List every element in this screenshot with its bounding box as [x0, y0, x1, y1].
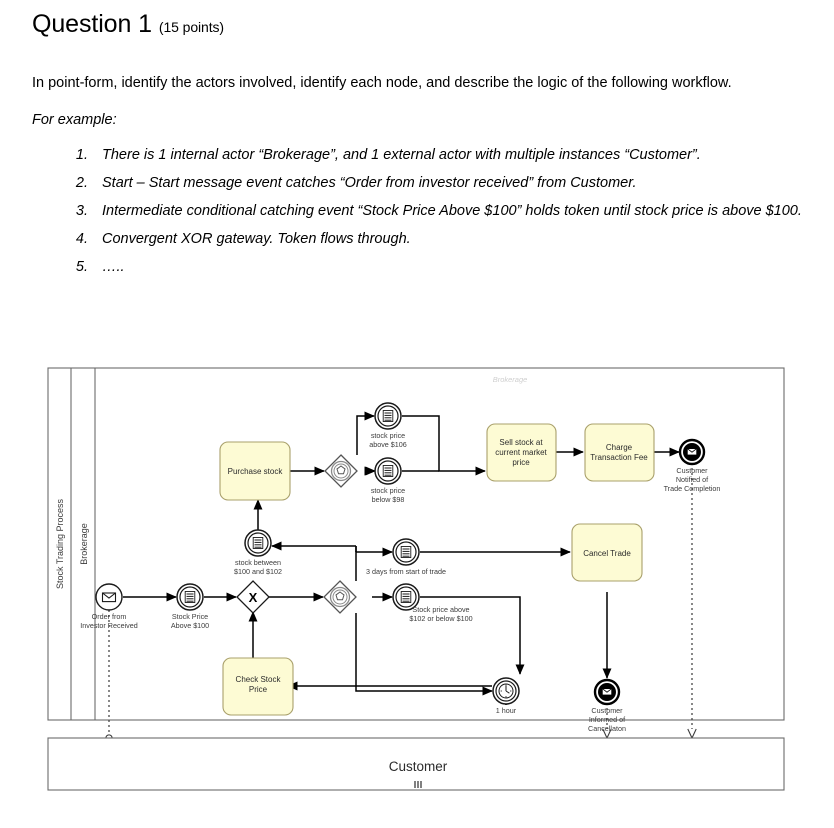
- envelope-icon: [101, 592, 117, 603]
- message-flows: [105, 468, 692, 742]
- multi-instance-marker: [414, 781, 422, 788]
- for-example-label: For example:: [32, 111, 117, 128]
- event-cond-102-100-label-l2: $102 or below $100: [409, 614, 472, 623]
- list-item: …..: [92, 254, 804, 281]
- task-sell-stock-label-l3: price: [512, 458, 530, 467]
- event-end-completion-label-l3: Trade Completion: [664, 484, 721, 493]
- event-conditional-102-or-100[interactable]: [392, 583, 420, 611]
- event-cond-below-98-label-l1: stock price: [371, 486, 405, 495]
- question-title-text: Question 1: [32, 10, 152, 38]
- gateway-xor-label: X: [249, 590, 258, 605]
- event-start-message-label-l1: Order from: [92, 612, 127, 621]
- event-conditional-between-100-102[interactable]: [244, 529, 272, 557]
- gateway-xor-converging[interactable]: X: [236, 580, 270, 614]
- tasks: Purchase stock Sell stock at current mar…: [219, 423, 655, 716]
- event-end-completion-label-l1: Customer: [676, 466, 708, 475]
- envelope-icon: [601, 688, 613, 696]
- task-sell-stock-label-l2: current market: [495, 448, 547, 457]
- event-cond-above-106-label-l1: stock price: [371, 431, 405, 440]
- task-purchase-stock[interactable]: [219, 441, 291, 501]
- event-cond-102-100-label-l1: Stock price above: [412, 605, 469, 614]
- gateway-event-based-top[interactable]: [324, 454, 358, 488]
- event-end-cancellation-label-l2: Informed of: [589, 715, 625, 724]
- conditional-icon: [382, 465, 394, 477]
- question-block: Question 1 (15 points) In point-form, id…: [0, 0, 834, 280]
- event-start-message[interactable]: [95, 583, 123, 611]
- task-check-stock-price[interactable]: [222, 657, 294, 716]
- event-end-message-cancellation[interactable]: [593, 678, 621, 706]
- event-end-cancellation-label-l3: Cancellaton: [588, 724, 626, 733]
- event-conditional-3-days[interactable]: [392, 538, 420, 566]
- task-charge-fee-label-l2: Transaction Fee: [590, 453, 648, 462]
- event-cond-above-100-label-l1: Stock Price: [172, 612, 208, 621]
- task-check-stock-label-l2: Price: [249, 685, 268, 694]
- bpmn-diagram: Stock Trading Process Brokerage Brokerag…: [0, 360, 834, 828]
- gateway-event-based-bottom[interactable]: [323, 580, 357, 614]
- event-end-completion-label-l2: Notified of: [676, 475, 708, 484]
- event-timer-1-hour[interactable]: [492, 677, 520, 705]
- event-cond-above-106-label-l2: above $106: [369, 440, 407, 449]
- event-conditional-below-98[interactable]: [374, 457, 402, 485]
- question-points: (15 points): [158, 19, 224, 35]
- task-check-stock-label-l1: Check Stock: [236, 675, 282, 684]
- event-timer-1-hour-label: 1 hour: [496, 706, 517, 715]
- task-cancel-trade-label: Cancel Trade: [583, 549, 631, 558]
- page-title: Question 1 (15 points): [32, 10, 804, 39]
- task-sell-stock[interactable]: [486, 423, 557, 482]
- event-cond-above-100-label-l2: Above $100: [171, 621, 209, 630]
- event-end-cancellation-label-l1: Customer: [591, 706, 623, 715]
- event-conditional-above-106[interactable]: [374, 402, 402, 430]
- lane-watermark: Brokerage: [493, 375, 528, 384]
- list-item: Convergent XOR gateway. Token flows thro…: [92, 226, 804, 253]
- event-cond-3days-label: 3 days from start of trade: [366, 567, 446, 576]
- event-conditional-above-100[interactable]: [176, 583, 204, 611]
- task-charge-fee-label-l1: Charge: [606, 443, 633, 452]
- event-end-message-trade-completion[interactable]: [678, 438, 706, 466]
- list-item: Intermediate conditional catching event …: [92, 198, 804, 225]
- conditional-icon: [184, 591, 196, 603]
- question-prompt: In point-form, identify the actors invol…: [32, 75, 732, 91]
- sequence-flows: [123, 411, 680, 705]
- event-cond-between-label-l2: $100 and $102: [234, 567, 282, 576]
- pool-customer-label: Customer: [389, 759, 448, 774]
- clock-icon: [498, 683, 514, 699]
- pool-customer: [47, 737, 785, 791]
- list-item: Start – Start message event catches “Ord…: [92, 170, 804, 197]
- task-cancel-trade[interactable]: [571, 523, 643, 582]
- envelope-icon: [686, 448, 698, 456]
- list-item: There is 1 internal actor “Brokerage”, a…: [92, 142, 804, 169]
- conditional-icon: [400, 591, 412, 603]
- task-purchase-stock-label: Purchase stock: [228, 467, 284, 476]
- lane-label: Brokerage: [79, 523, 89, 565]
- conditional-icon: [382, 410, 394, 422]
- example-list: There is 1 internal actor “Brokerage”, a…: [32, 142, 804, 280]
- task-sell-stock-label-l1: Sell stock at: [499, 438, 543, 447]
- conditional-icon: [400, 546, 412, 558]
- conditional-icon: [252, 537, 264, 549]
- task-charge-transaction-fee[interactable]: [584, 423, 655, 482]
- event-cond-below-98-label-l2: below $98: [372, 495, 405, 504]
- event-cond-between-label-l1: stock between: [235, 558, 281, 567]
- event-start-message-label-l2: Investor Received: [80, 621, 138, 630]
- pool-label: Stock Trading Process: [55, 498, 65, 589]
